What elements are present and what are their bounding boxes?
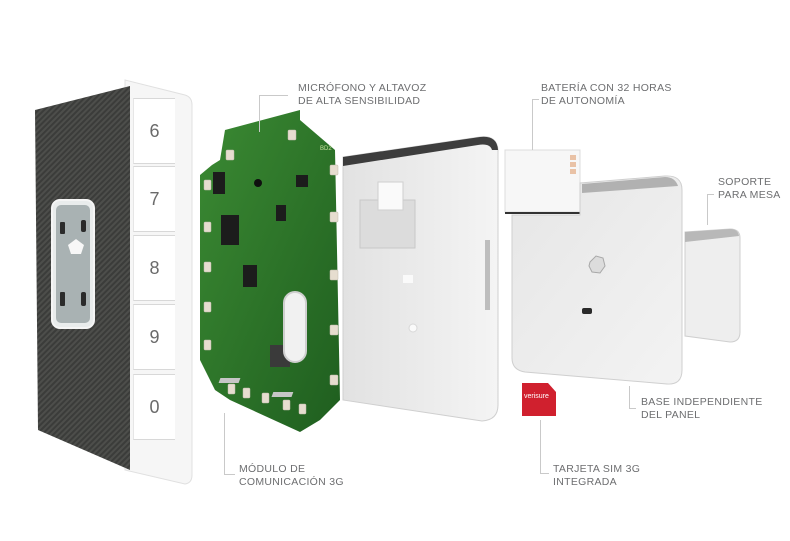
rear-shell (342, 136, 499, 422)
base-knob (588, 255, 606, 274)
leader-sim (540, 420, 549, 474)
home-button-icon (68, 239, 84, 254)
pcb-board (200, 110, 340, 432)
leader-module (224, 413, 235, 475)
key-8: 8 (133, 235, 175, 301)
label-stand: SOPORTE PARA MESA (718, 176, 781, 201)
key-9: 9 (133, 304, 175, 370)
key-0: 0 (133, 374, 175, 440)
sim-brand-text: verisure (524, 393, 549, 400)
leader-microphone (259, 95, 288, 132)
label-module: MÓDULO DE COMUNICACIÓN 3G (239, 463, 344, 488)
label-battery: BATERÍA CON 32 HORAS DE AUTONOMÍA (541, 82, 672, 107)
battery (504, 149, 581, 213)
leader-base (629, 386, 636, 409)
key-6: 6 (133, 98, 175, 164)
label-base: BASE INDEPENDIENTE DEL PANEL (641, 396, 763, 421)
label-microphone: MICRÓFONO Y ALTAVOZ DE ALTA SENSIBILIDAD (298, 82, 427, 107)
sim-card (522, 383, 556, 416)
leader-stand (707, 194, 714, 225)
key-7: 7 (133, 166, 175, 232)
independent-base (511, 175, 683, 385)
pcb-silkscreen-text: BD2 (320, 146, 332, 152)
table-stand (684, 228, 741, 343)
leader-battery (532, 99, 539, 150)
pcb-cutout (283, 291, 307, 363)
label-sim: TARJETA SIM 3G INTEGRADA (553, 463, 641, 488)
